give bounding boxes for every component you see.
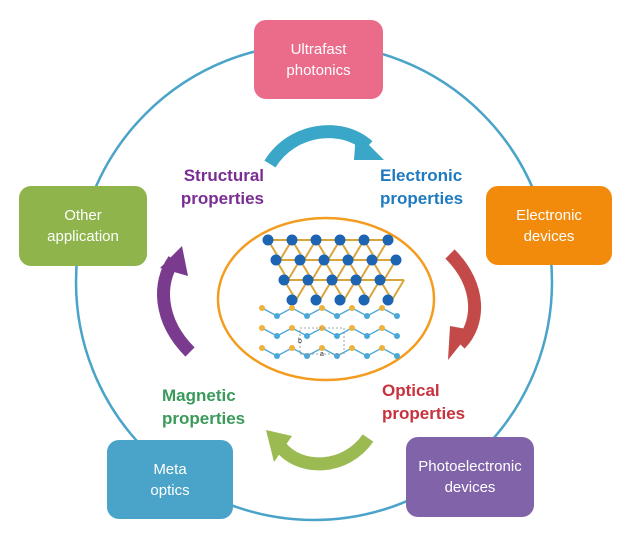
lattice-label-b: b [298,338,302,345]
app-photoelectronic-line1: Photoelectronic [418,458,522,475]
lattice-atom [318,254,330,266]
app-other-line2: application [47,228,119,245]
side-atom [334,313,340,319]
side-atom [259,305,265,311]
prop-structural: Structural properties [164,164,264,210]
prop-electronic-line1: Electronic [380,166,463,185]
prop-optical: Optical properties [382,379,492,425]
arrow-head-bottom [266,430,292,462]
prop-structural-line1: Structural [183,166,264,185]
prop-optical-line1: Optical [382,381,440,400]
side-atom [379,345,385,351]
unit-cell-outline [299,327,345,355]
lattice-atom [310,294,322,306]
lattice-atom [262,234,274,246]
app-ultrafast-line2: photonics [286,61,351,79]
prop-electronic-line2: properties [380,189,464,208]
app-meta-optics: Meta optics [107,440,233,519]
lattice-atom [342,254,354,266]
lattice-atom [390,254,402,266]
side-view-lattice [259,305,400,359]
lattice-label-a: a [320,351,324,358]
side-atom [289,325,295,331]
side-atom [259,345,265,351]
side-zigzag [261,327,398,337]
prop-optical-line2: properties [382,404,466,423]
side-atom [364,353,370,359]
side-atom [274,353,280,359]
arrow-head-left [160,246,188,276]
arrow-structural-to-electronic [264,125,373,168]
arrow-head-top [354,132,384,160]
lattice-atom [358,294,370,306]
side-atom [304,353,310,359]
side-atom [274,333,280,339]
lattice-atom [270,254,282,266]
side-atom [379,305,385,311]
lattice-atom [350,274,362,286]
side-atom [259,325,265,331]
side-atom [349,345,355,351]
lattice-bond [391,279,405,301]
prop-electronic: Electronic properties [380,164,490,210]
side-atom [394,353,400,359]
lattice-atom [278,274,290,286]
app-other-line1: Other [64,207,102,224]
prop-magnetic: Magnetic properties [162,384,272,430]
lattice-atom [334,294,346,306]
side-atom [379,325,385,331]
app-ultrafast-line1: Ultrafast [290,40,347,58]
lattice-atom [334,234,346,246]
side-atom [394,333,400,339]
lattice-atom [310,234,322,246]
side-atom [319,305,325,311]
side-atom [394,313,400,319]
side-atom [289,305,295,311]
prop-magnetic-line2: properties [162,409,246,428]
prop-magnetic-line1: Magnetic [162,386,236,405]
side-zigzag [261,307,398,317]
app-other-application: Other application [19,186,147,266]
side-atom [274,313,280,319]
side-atom [319,345,325,351]
side-atom [334,333,340,339]
app-photoelectronic-line2: devices [444,479,496,496]
arrow-optical-to-magnetic [274,433,374,471]
app-meta-line2: optics [150,481,190,499]
lattice-atom [374,274,386,286]
side-atom [349,305,355,311]
app-electronic-line1: Electronic [516,206,582,224]
app-meta-line1: Meta [153,460,187,478]
top-view-lattice [262,234,405,306]
lattice-atom [326,274,338,286]
side-atom [304,333,310,339]
lattice-atom [286,234,298,246]
side-atom [364,313,370,319]
lattice-atom [358,234,370,246]
side-atom [334,353,340,359]
lattice-atom [382,294,394,306]
lattice-atom [302,274,314,286]
side-atom [289,345,295,351]
side-zigzag [261,347,398,357]
lattice-atom [382,234,394,246]
app-electronic-devices: Electronic devices [486,186,612,265]
app-ultrafast-photonics: Ultrafast photonics [254,20,383,99]
arrow-head-right [448,326,472,360]
lattice-atom [286,294,298,306]
app-photoelectronic-devices: Photoelectronic devices [406,437,534,517]
app-electronic-line2: devices [523,227,575,245]
lattice-atom [366,254,378,266]
material-ellipse [216,216,436,382]
side-atom [304,313,310,319]
prop-structural-line2: properties [180,189,264,208]
lattice-atom [294,254,306,266]
side-atom [349,325,355,331]
side-atom [364,333,370,339]
